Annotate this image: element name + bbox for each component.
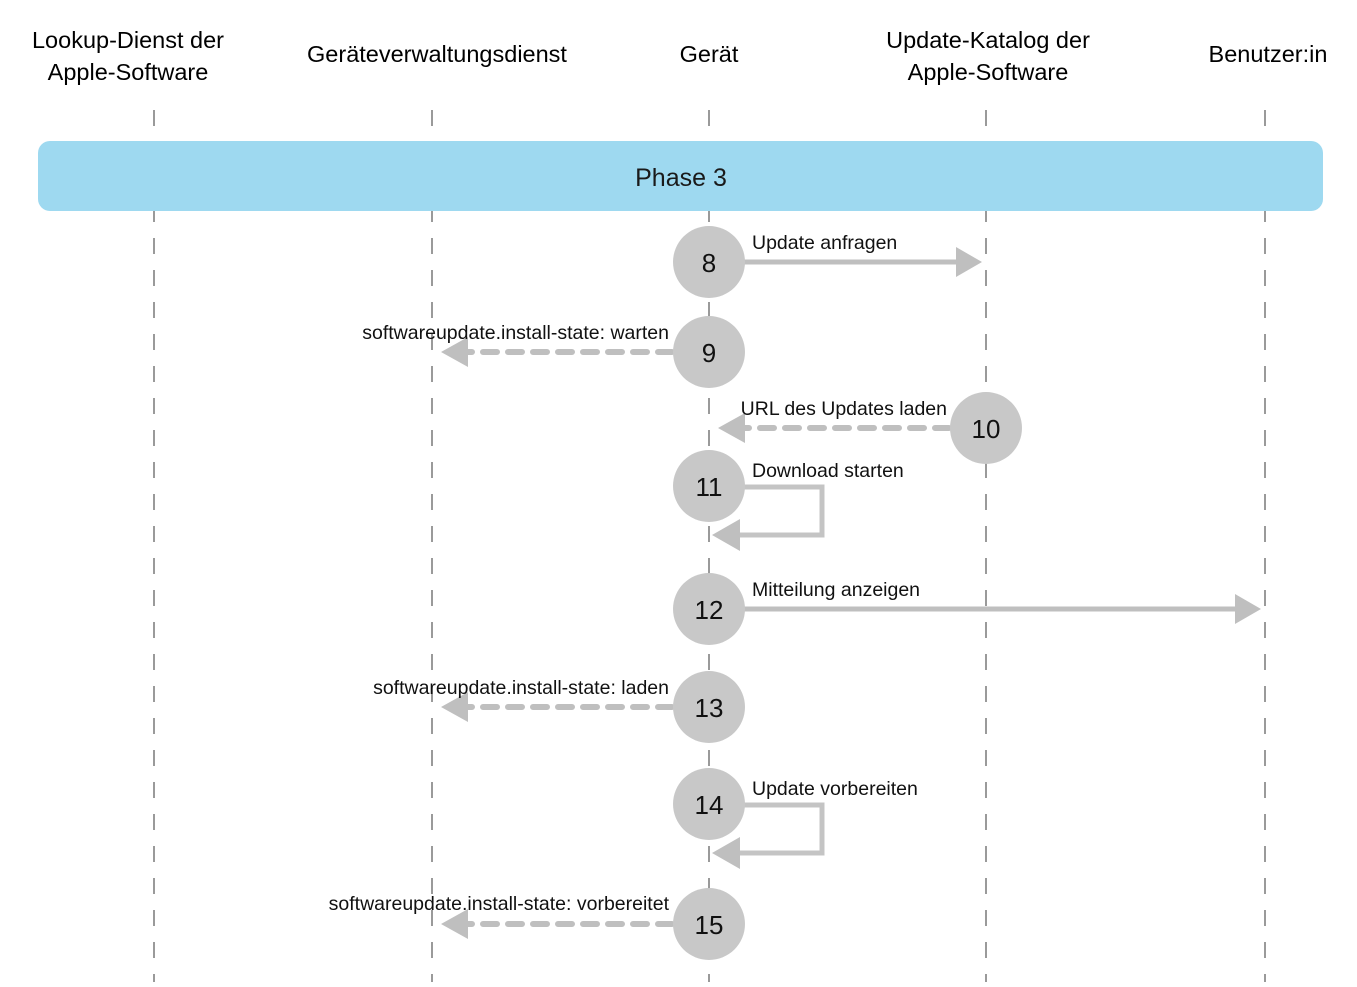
step-10-label: URL des Updates laden xyxy=(741,398,947,420)
actor-catalog-label-line2: Apple-Software xyxy=(908,59,1069,85)
step-15[interactable]: 15 softwareupdate.install-state: vorbere… xyxy=(329,888,745,960)
step-13-circle[interactable] xyxy=(673,671,745,743)
step-11-number: 11 xyxy=(696,472,723,502)
step-15-label: softwareupdate.install-state: vorbereite… xyxy=(329,893,670,915)
actor-user-label-line1: Benutzer:in xyxy=(1209,41,1328,67)
step-9-arrowhead xyxy=(441,337,468,367)
step-15-arrowhead xyxy=(441,909,468,939)
actor-lookup-label-line2: Apple-Software xyxy=(48,59,209,85)
actor-mdm: Geräteverwaltungsdienst xyxy=(307,41,567,67)
step-11-loop-line xyxy=(736,484,825,538)
actor-user: Benutzer:in xyxy=(1209,41,1328,67)
step-10-circle[interactable] xyxy=(950,392,1022,464)
step-9[interactable]: 9 softwareupdate.install-state: warten xyxy=(362,316,745,388)
step-13-number: 13 xyxy=(695,693,724,723)
step-9-circle[interactable] xyxy=(673,316,745,388)
step-12[interactable]: 12 Mitteilung anzeigen xyxy=(673,573,1261,645)
step-11-label: Download starten xyxy=(752,460,904,482)
step-8-number: 8 xyxy=(702,248,716,278)
step-9-label-bold: warten xyxy=(609,322,669,344)
step-12-circle[interactable] xyxy=(673,573,745,645)
step-15-label-prefix: softwareupdate.install-state: xyxy=(329,893,577,915)
actor-catalog: Update-Katalog der Apple-Software xyxy=(886,27,1090,85)
step-14-loop-line xyxy=(736,802,825,856)
step-11-circle[interactable] xyxy=(673,450,745,522)
step-8-circle[interactable] xyxy=(673,226,745,298)
step-10-number: 10 xyxy=(972,414,1001,444)
step-13[interactable]: 13 softwareupdate.install-state: laden xyxy=(373,671,745,743)
step-13-label: softwareupdate.install-state: laden xyxy=(373,677,669,699)
step-13-label-prefix: softwareupdate.install-state: xyxy=(373,677,621,699)
step-14-circle[interactable] xyxy=(673,768,745,840)
step-8-label: Update anfragen xyxy=(752,232,897,254)
phase-band: Phase 3 xyxy=(38,141,1323,211)
step-9-number: 9 xyxy=(702,338,716,368)
step-14-arrowhead xyxy=(712,837,740,869)
actor-device-label-line1: Gerät xyxy=(680,41,739,67)
step-9-label-prefix: softwareupdate.install-state: xyxy=(362,322,610,344)
step-10-arrowhead xyxy=(718,413,745,443)
step-12-number: 12 xyxy=(695,595,724,625)
step-13-label-bold: laden xyxy=(621,677,669,699)
step-8[interactable]: 8 Update anfragen xyxy=(673,226,982,298)
step-10[interactable]: 10 URL des Updates laden xyxy=(718,392,1022,464)
step-12-arrowhead xyxy=(1235,594,1261,624)
step-11[interactable]: 11 Download starten xyxy=(673,450,904,551)
step-15-number: 15 xyxy=(695,910,724,940)
step-8-arrowhead xyxy=(956,247,982,277)
step-14-label: Update vorbereiten xyxy=(752,778,918,800)
step-13-arrowhead xyxy=(441,692,468,722)
actor-mdm-label-line1: Geräteverwaltungsdienst xyxy=(307,41,567,67)
actor-headers: Lookup-Dienst der Apple-Software Gerätev… xyxy=(32,27,1327,85)
phase-band-label: Phase 3 xyxy=(635,164,727,192)
step-15-circle[interactable] xyxy=(673,888,745,960)
actor-lookup: Lookup-Dienst der Apple-Software xyxy=(32,27,224,85)
step-14[interactable]: 14 Update vorbereiten xyxy=(673,768,918,869)
step-14-number: 14 xyxy=(695,790,724,820)
actor-device: Gerät xyxy=(680,41,739,67)
step-15-label-bold: vorbereitet xyxy=(577,893,670,915)
step-12-label: Mitteilung anzeigen xyxy=(752,579,920,601)
step-9-label: softwareupdate.install-state: warten xyxy=(362,322,669,344)
step-11-arrowhead xyxy=(712,519,740,551)
actor-catalog-label-line1: Update-Katalog der xyxy=(886,27,1090,53)
phase-band-rect xyxy=(38,141,1323,211)
actor-lookup-label-line1: Lookup-Dienst der xyxy=(32,27,224,53)
